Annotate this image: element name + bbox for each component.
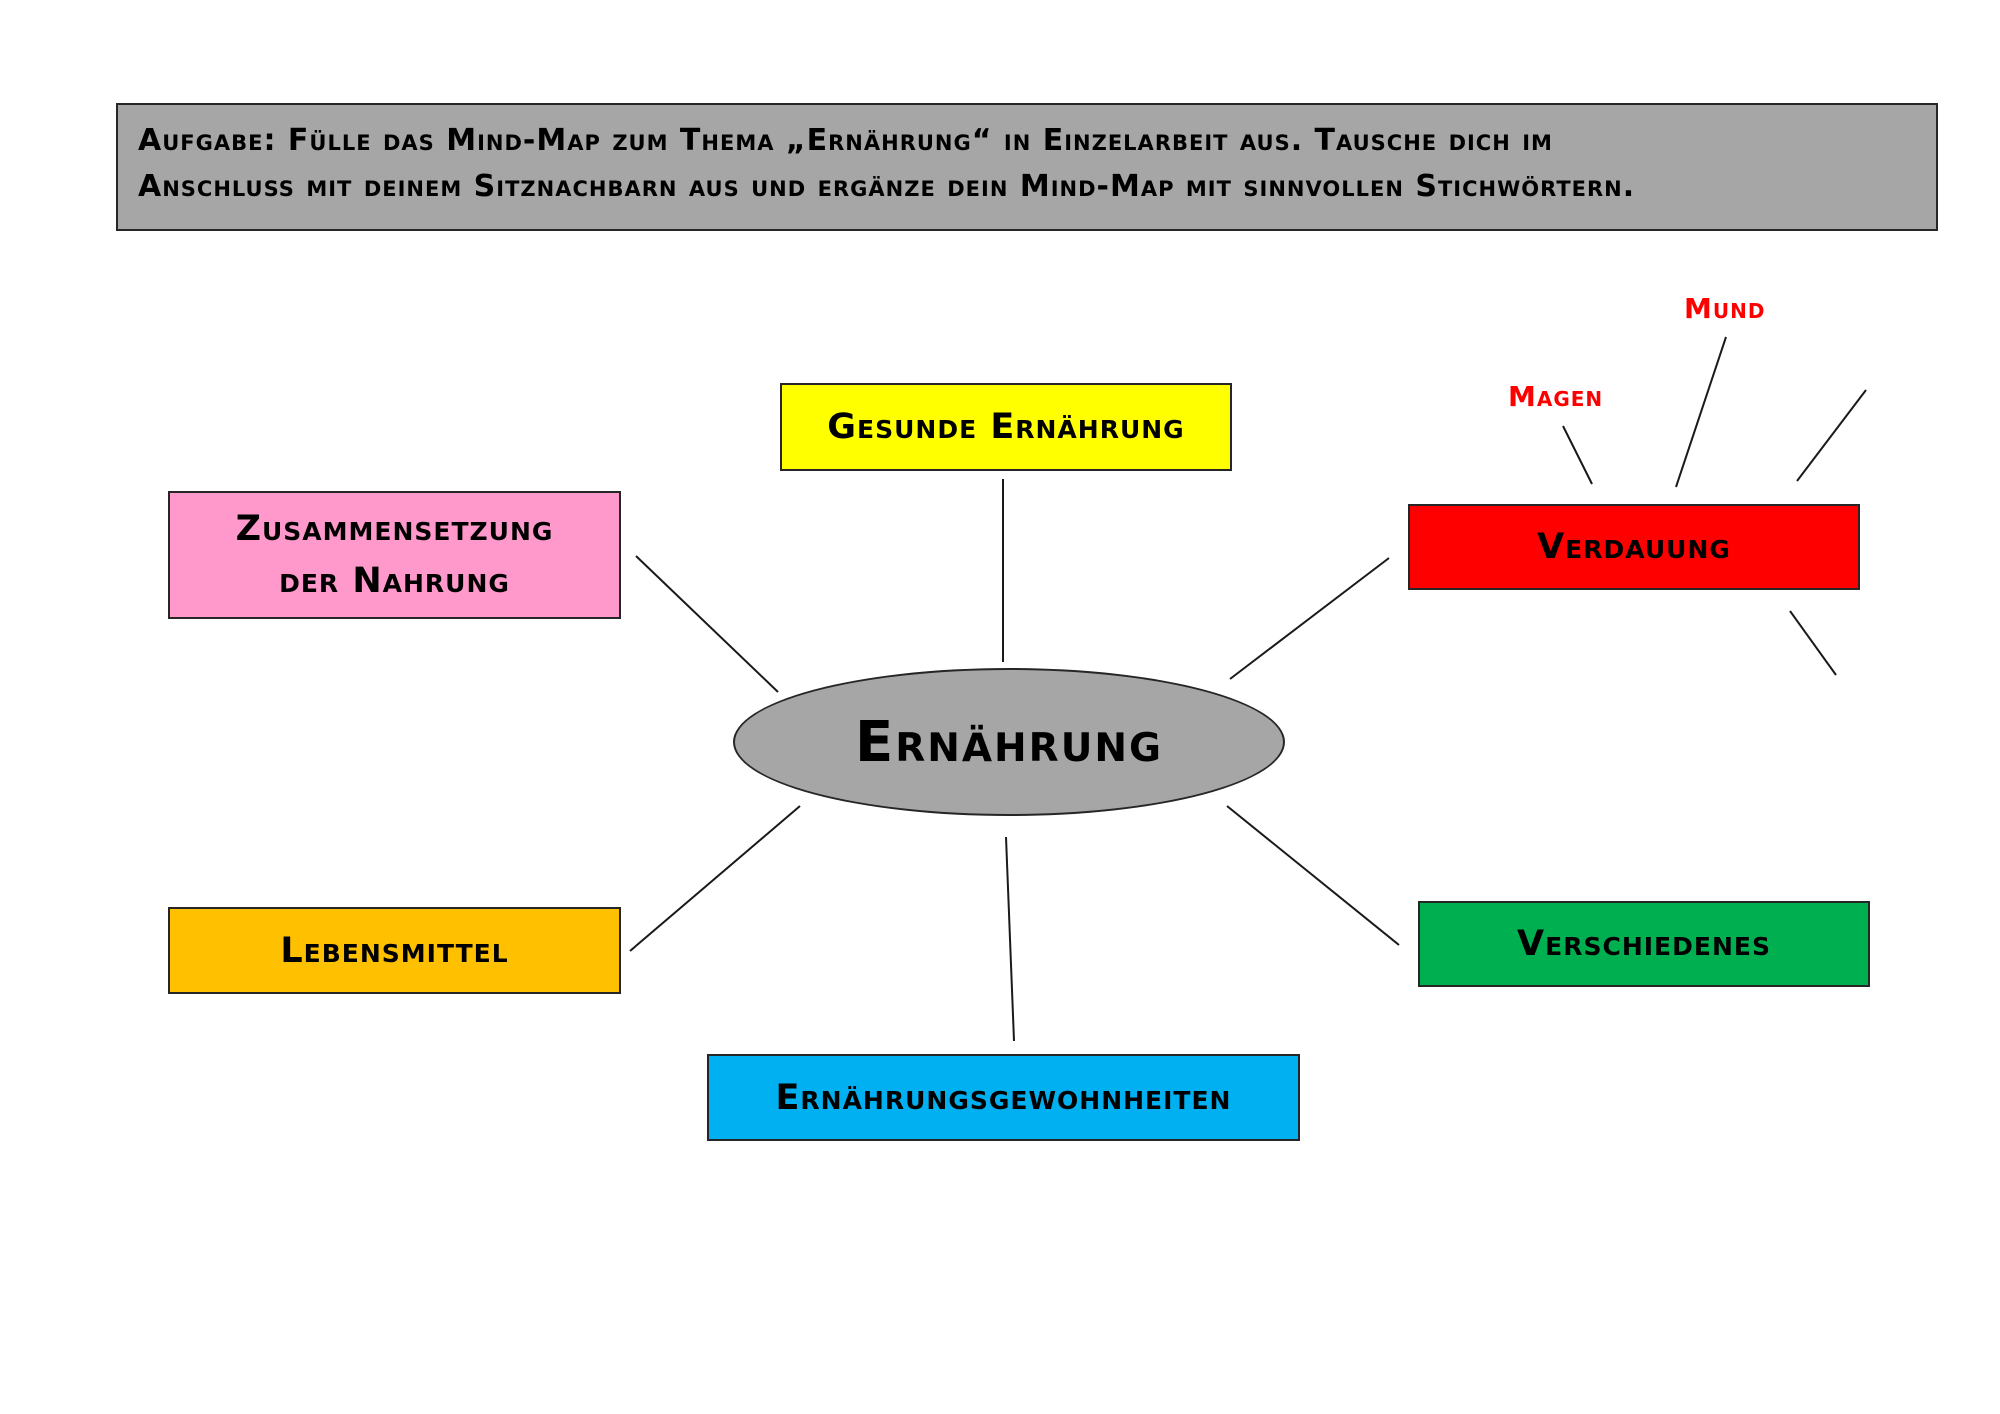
verdauung-word-magen: Magen: [1508, 380, 1604, 413]
node-gesunde-ernaehrung: Gesunde Ernährung: [780, 383, 1232, 471]
connector-verdauung: [1229, 557, 1390, 680]
node-lebensmittel: Lebensmittel: [168, 907, 621, 994]
verdauung-word-mund: Mund: [1684, 292, 1766, 325]
node-zusammensetzung-line-2: der Nahrung: [279, 561, 510, 601]
task-line-1: Aufgabe: Fülle das Mind-Map zum Thema „E…: [138, 123, 1553, 158]
task-line-2: Anschluss mit deinem Sitznachbarn aus un…: [138, 169, 1636, 204]
task-instruction-box: Aufgabe: Fülle das Mind-Map zum Thema „E…: [116, 103, 1938, 231]
node-verschiedenes: Verschiedenes: [1418, 901, 1870, 987]
connector-verschiedenes: [1226, 805, 1400, 946]
branch-line-mund: [1675, 336, 1727, 488]
center-node: Ernährung: [733, 668, 1285, 816]
branch-line-magen: [1562, 425, 1593, 485]
node-verdauung: Verdauung: [1408, 504, 1860, 590]
node-zusammensetzung-line-1: Zusammensetzung: [235, 509, 554, 549]
node-ernaehrungsgewohnheiten: Ernährungsgewohnheiten: [707, 1054, 1300, 1141]
branch-line-empty-top-right: [1796, 389, 1867, 482]
node-zusammensetzung-der-nahrung: Zusammensetzung der Nahrung: [168, 491, 621, 619]
connector-zusammensetzung: [635, 555, 779, 693]
connector-gewohnheiten: [1005, 836, 1015, 1042]
branch-line-empty-bottom-right: [1789, 610, 1837, 676]
connector-lebensmittel: [629, 805, 801, 952]
